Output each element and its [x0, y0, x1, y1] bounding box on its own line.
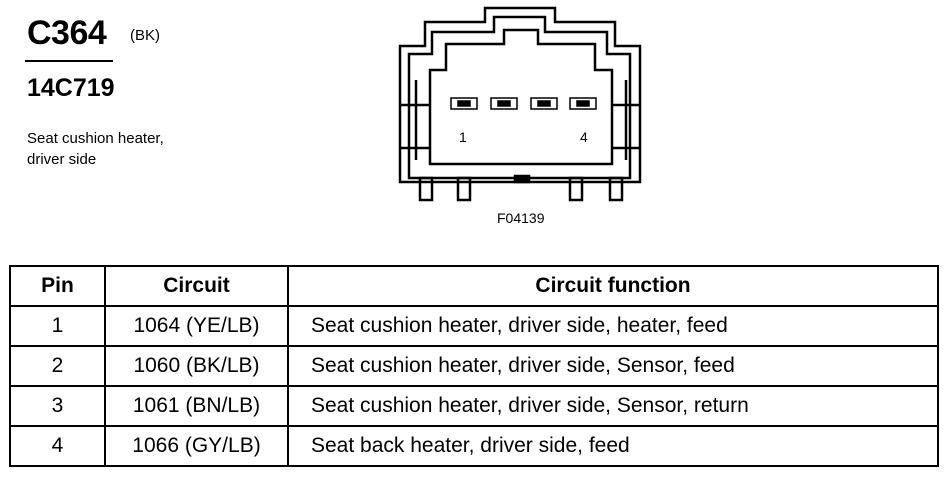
header-pin: Pin [9, 265, 106, 307]
latch-key [513, 174, 531, 184]
description-line-1: Seat cushion heater, [27, 130, 164, 147]
terminal-cavities [450, 97, 597, 110]
pin-label-4: 4 [580, 129, 588, 145]
description-line-2: driver side [27, 151, 97, 168]
connector-outer-housing [398, 6, 642, 184]
function-cell: Seat cushion heater, driver side, Sensor… [287, 345, 939, 387]
pin-cell: 2 [9, 345, 106, 387]
function-cell: Seat back heater, driver side, feed [287, 425, 939, 467]
table-row: 3 1061 (BN/LB) Seat cushion heater, driv… [9, 385, 939, 427]
table-row: 1 1064 (YE/LB) Seat cushion heater, driv… [9, 305, 939, 347]
pin-label-1: 1 [459, 129, 467, 145]
header-function: Circuit function [287, 265, 939, 307]
terminal-3 [530, 97, 558, 110]
function-cell: Seat cushion heater, driver side, Sensor… [287, 385, 939, 427]
pin-cell: 3 [9, 385, 106, 427]
connector-id: C364 [27, 14, 107, 52]
circuit-cell: 1066 (GY/LB) [104, 425, 289, 467]
connector-description: Seat cushion heater, driver side [27, 128, 227, 170]
circuit-cell: 1061 (BN/LB) [104, 385, 289, 427]
circuit-cell: 1060 (BK/LB) [104, 345, 289, 387]
terminal-1 [450, 97, 478, 110]
function-cell: Seat cushion heater, driver side, heater… [287, 305, 939, 347]
terminal-2 [490, 97, 518, 110]
table-row: 4 1066 (GY/LB) Seat back heater, driver … [9, 425, 939, 467]
pin-tab-4 [608, 176, 624, 202]
table-row: 2 1060 (BK/LB) Seat cushion heater, driv… [9, 345, 939, 387]
pinout-table: Pin Circuit Circuit function 1 1064 (YE/… [9, 265, 939, 467]
connector-cavity [428, 28, 614, 166]
pin-tab-2 [456, 176, 472, 202]
table-header-row: Pin Circuit Circuit function [9, 265, 939, 307]
circuit-cell: 1064 (YE/LB) [104, 305, 289, 347]
pin-cell: 4 [9, 425, 106, 467]
right-rail [612, 80, 640, 160]
title-underline [25, 60, 113, 62]
connector-face-diagram: 1 4 [398, 6, 642, 202]
header-circuit: Circuit [104, 265, 289, 307]
figure-code: F04139 [497, 210, 545, 226]
left-rail [400, 80, 430, 160]
connector-color: (BK) [130, 27, 160, 44]
part-number: 14C719 [27, 74, 115, 102]
pin-tab-3 [568, 176, 584, 202]
connector-inner-outline [407, 15, 632, 180]
pin-cell: 1 [9, 305, 106, 347]
pin-tab-1 [418, 176, 434, 202]
terminal-4 [569, 97, 597, 110]
